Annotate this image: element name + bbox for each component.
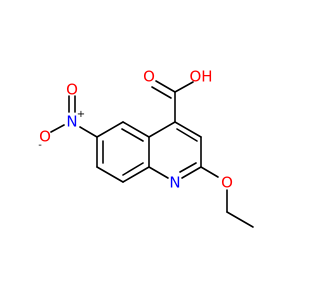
bond-c2-n1-inner — [179, 162, 197, 173]
atom-carbonyl-o: O — [143, 68, 155, 86]
bond-ch2-ch3 — [226, 211, 254, 228]
bond-cooh-oh — [174, 81, 194, 93]
bond-c2-ether-o — [200, 166, 219, 178]
molecule-canvas: OH O N + O O - N O — [38, 68, 254, 228]
bond-n1-c8a — [148, 166, 169, 179]
bond-c5-c6 — [96, 121, 124, 138]
bond-c4-c3-inner — [176, 128, 198, 142]
bond-c8-c8a-inner — [122, 162, 144, 176]
atom-nitro-o-double: O — [66, 81, 78, 99]
bond-cooh-o-double-1 — [155, 80, 176, 93]
atom-oh: OH — [189, 68, 212, 86]
bond-c4a-c5-inner — [121, 128, 144, 142]
atom-ring-n: N — [169, 174, 180, 192]
bond-c4a-c5 — [122, 121, 150, 138]
bond-nitro-n-o-minus — [50, 124, 65, 133]
atom-nitro-o-minus: O — [39, 128, 51, 146]
atom-labels: OH O N + O O - N O — [38, 68, 233, 192]
atom-nitro-n: N — [66, 113, 77, 131]
molecule-diagram: OH O N + O O - N O — [38, 68, 254, 228]
bond-c7-c8 — [96, 166, 124, 183]
bond-c6-nitro-n — [79, 126, 98, 138]
bond-c4-c4a — [148, 121, 176, 138]
bonds — [50, 80, 254, 228]
bond-c8-c8a — [122, 166, 150, 183]
atom-ether-o: O — [221, 174, 233, 192]
bond-c2-n1 — [181, 166, 202, 179]
charge-nitro-o-minus: - — [38, 140, 42, 151]
charge-nitro-n: + — [77, 109, 85, 120]
bond-cooh-o-double-2 — [151, 86, 172, 99]
bond-c4-c3 — [174, 121, 202, 138]
